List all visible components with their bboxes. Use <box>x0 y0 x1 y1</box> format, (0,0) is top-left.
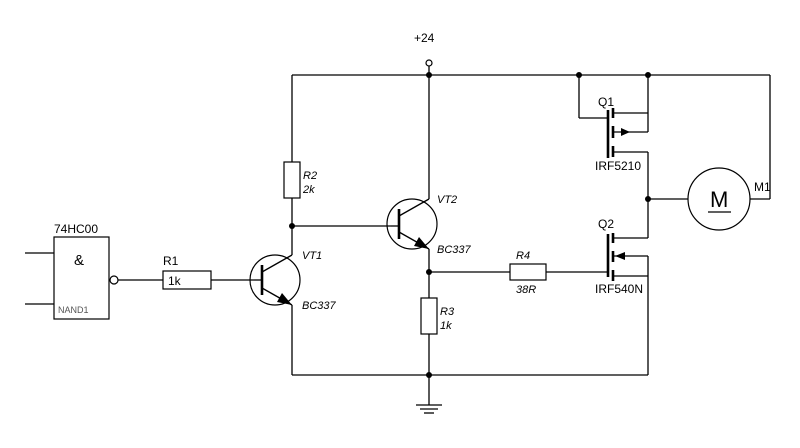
resistor-r1: R1 1k <box>118 254 254 290</box>
resistor-r4: R4 38R <box>509 250 608 296</box>
vt1-ref: VT1 <box>302 250 322 262</box>
q1-part: IRF5210 <box>595 159 641 173</box>
gate-output-bubble <box>109 275 119 285</box>
r2-ref: R2 <box>303 170 317 182</box>
r2-value: 2k <box>302 184 315 196</box>
gate-ref: NAND1 <box>58 305 89 315</box>
r1-value: 1k <box>168 274 182 288</box>
motor-ref: M1 <box>754 180 771 194</box>
bridge-node <box>645 152 688 238</box>
ground-symbol <box>416 375 442 414</box>
motor-symbol: M <box>710 187 728 212</box>
resistor-r2: R2 2k <box>283 75 317 226</box>
q2-ref: Q2 <box>598 217 614 231</box>
top-rail <box>292 66 771 200</box>
transistor-vt2: VT2 BC337 <box>386 194 472 256</box>
nand-gate: 74HC00 & NAND1 <box>25 222 119 320</box>
vt2-wiring <box>426 75 510 275</box>
q1-ref: Q1 <box>598 95 614 109</box>
mosfet-q1: Q1 IRF5210 <box>578 75 649 173</box>
r4-value: 38R <box>516 284 536 296</box>
r3-value: 1k <box>440 320 452 332</box>
gate-title: 74HC00 <box>54 222 98 236</box>
vt1-part: BC337 <box>302 300 337 312</box>
supply-terminal-symbol <box>425 59 433 67</box>
vt2-part: BC337 <box>437 244 472 256</box>
r3-ref: R3 <box>440 306 455 318</box>
vt1-wiring <box>289 223 391 375</box>
supply-label: +24 <box>414 31 435 45</box>
resistor-r3: R3 1k <box>420 272 455 375</box>
bottom-rail <box>292 372 648 378</box>
r1-ref: R1 <box>163 254 179 268</box>
q2-part: IRF540N <box>595 282 643 296</box>
transistor-vt1: VT1 BC337 <box>249 250 337 312</box>
supply-terminal: +24 <box>414 31 435 67</box>
vt2-ref: VT2 <box>437 194 457 206</box>
gate-symbol: & <box>74 252 84 269</box>
motor-m1: M M1 <box>687 167 771 231</box>
r4-ref: R4 <box>516 250 530 262</box>
mosfet-q2: Q2 IRF540N <box>595 217 649 375</box>
